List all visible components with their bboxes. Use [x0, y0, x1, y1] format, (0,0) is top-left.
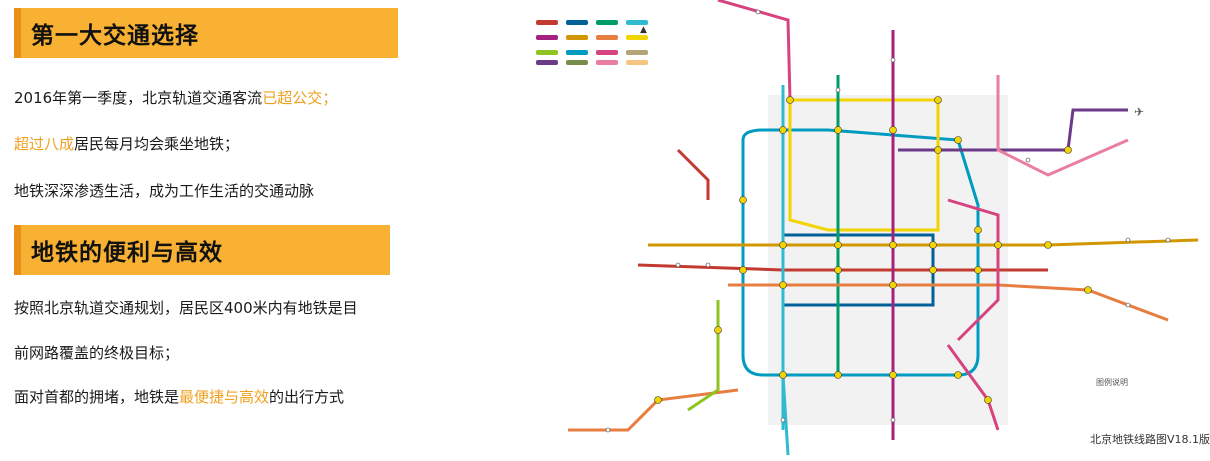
paragraph-line: 前网路覆盖的终极目标；	[14, 344, 180, 362]
line-14	[947, 198, 1000, 342]
paragraph-line: 超过八成居民每月均会乘坐地铁；	[14, 133, 239, 154]
section-title: 地铁的便利与高效	[31, 240, 223, 266]
small-station-markers	[605, 9, 1171, 433]
highlight-text: 最便捷与高效	[179, 388, 270, 406]
subway-map: ▲	[528, 0, 1210, 457]
airport-icon: ✈	[1134, 105, 1144, 119]
map-legend-title: 图例说明	[1096, 377, 1128, 387]
paragraph-line: 2016年第一季度，北京轨道交通客流已超公交；	[14, 87, 337, 108]
text-segment: 面对首都的拥堵，地铁是	[14, 388, 180, 406]
line-13	[788, 98, 940, 232]
line-1	[637, 263, 1048, 272]
highlight-text: 已超公交；	[262, 89, 338, 107]
section-heading-transport-choice: 第一大交通选择	[14, 8, 398, 58]
text-panel: 第一大交通选择 2016年第一季度，北京轨道交通客流已超公交； 超过八成居民每月…	[0, 0, 530, 457]
paragraph-line: 按照北京轨道交通规划，居民区400米内有地铁是目	[14, 299, 358, 317]
changping-line	[717, 0, 792, 101]
paragraph-line: 地铁深深渗透生活，成为工作生活的交通动脉	[14, 182, 315, 200]
section-title: 第一大交通选择	[31, 23, 199, 49]
station-markers	[654, 96, 1092, 404]
text-segment: 居民每月均会乘坐地铁；	[74, 135, 240, 153]
daxing-line	[781, 374, 790, 456]
section-heading-subway-benefits: 地铁的便利与高效	[14, 225, 390, 275]
map-caption: 北京地铁线路图V18.1版	[1090, 433, 1210, 446]
line-10-loop	[741, 128, 980, 377]
fangshan-line	[568, 388, 739, 432]
highlight-text: 超过八成	[14, 135, 75, 153]
heading-accent-bar	[14, 8, 21, 58]
airport-express	[996, 75, 1129, 177]
text-segment: 的出行方式	[269, 388, 345, 406]
paragraph-line: 面对首都的拥堵，地铁是最便捷与高效的出行方式	[14, 386, 344, 407]
west-line	[676, 148, 710, 200]
line-legend: ▲	[536, 20, 648, 65]
subway-map-svg: ▲	[536, 0, 1199, 456]
svg-text:▲: ▲	[640, 25, 647, 35]
text-segment: 2016年第一季度，北京轨道交通客流	[14, 89, 263, 107]
heading-accent-bar	[14, 225, 21, 275]
